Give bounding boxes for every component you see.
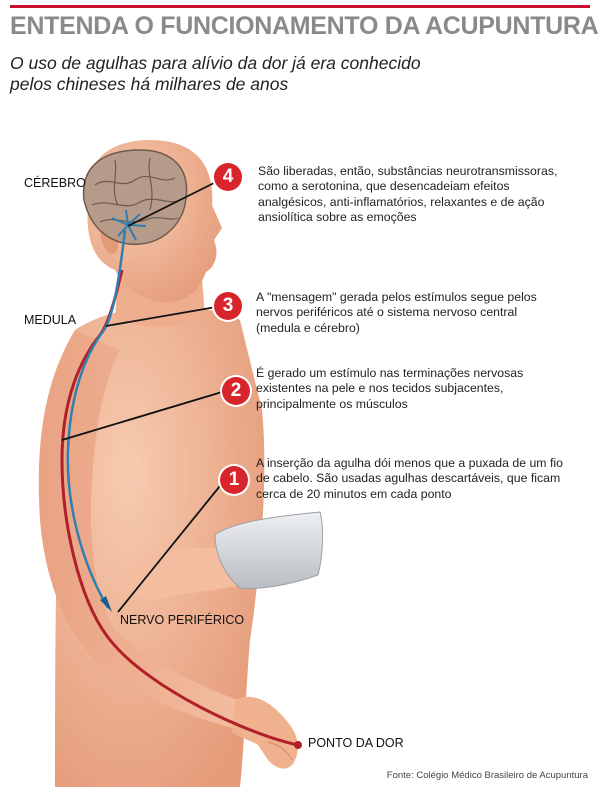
step-text-2: É gerado um estímulo nas terminações ner… <box>256 366 523 412</box>
step-line: cerca de 20 minutos em cada ponto <box>256 486 452 501</box>
leader-line-2 <box>61 391 223 441</box>
step-line: de cabelo. São usadas agulhas descartáve… <box>256 471 561 486</box>
step-text-4: São liberadas, então, substâncias neurot… <box>258 164 557 226</box>
hand <box>232 696 298 769</box>
step-badge-3: 3 <box>214 292 242 320</box>
step-line: São liberadas, então, substâncias neurot… <box>258 164 558 178</box>
step-line: ansiolítica sobre as emoções <box>258 210 417 225</box>
step-line: existentes na pele e nos tecidos subjace… <box>256 381 504 396</box>
step-line: principalmente os músculos <box>256 396 408 411</box>
step-badge-1: 1 <box>220 466 248 494</box>
step-line: como a serotonina, que desencadeiam efei… <box>258 179 510 194</box>
back-arm <box>38 330 250 730</box>
step-line: (medula e cérebro) <box>256 320 360 335</box>
step-badge-4: 4 <box>214 163 242 191</box>
subtitle-line: pelos chineses há milhares de anos <box>10 74 289 94</box>
step-text-3: A "mensagem" gerada pelos estímulos segu… <box>256 290 537 336</box>
leader-line-4 <box>127 177 225 227</box>
step-line: A "mensagem" gerada pelos estímulos segu… <box>256 290 537 304</box>
step-line: nervos periféricos até o sistema nervoso… <box>256 305 518 320</box>
gloved-hand <box>214 511 324 589</box>
pain-point-marker <box>294 741 302 749</box>
step-text-1: A inserção da agulha dói menos que a pux… <box>256 456 563 502</box>
page-subtitle: O uso de agulhas para alívio da dor já e… <box>10 53 570 95</box>
label-peripheral-nerve: NERVO PERIFÉRICO <box>120 613 245 627</box>
subtitle-line: O uso de agulhas para alívio da dor já e… <box>10 53 421 73</box>
nerve-arrow-icon <box>100 596 112 612</box>
label-spinal-cord: MEDULA <box>24 313 77 327</box>
brain-drawing <box>82 149 188 245</box>
label-pain-point: PONTO DA DOR <box>308 736 404 750</box>
label-brain: CÉREBRO <box>24 176 86 190</box>
neuron-burst-icon <box>111 209 147 241</box>
top-accent-bar <box>10 5 590 8</box>
leader-line-1 <box>117 480 225 613</box>
step-line: A inserção da agulha dói menos que a pux… <box>256 456 563 470</box>
leader-line-3 <box>105 305 223 327</box>
page-title: ENTENDA O FUNCIONAMENTO DA ACUPUNTURA <box>10 12 599 40</box>
nerve-pathway-blue <box>66 229 127 609</box>
source-credit: Fonte: Colégio Médico Brasileiro de Acup… <box>386 770 588 781</box>
step-line: analgésicos, anti-inflamatórios, relaxan… <box>258 194 545 209</box>
step-line: É gerado um estímulo nas terminações ner… <box>256 366 524 380</box>
step-badge-2: 2 <box>222 377 250 405</box>
